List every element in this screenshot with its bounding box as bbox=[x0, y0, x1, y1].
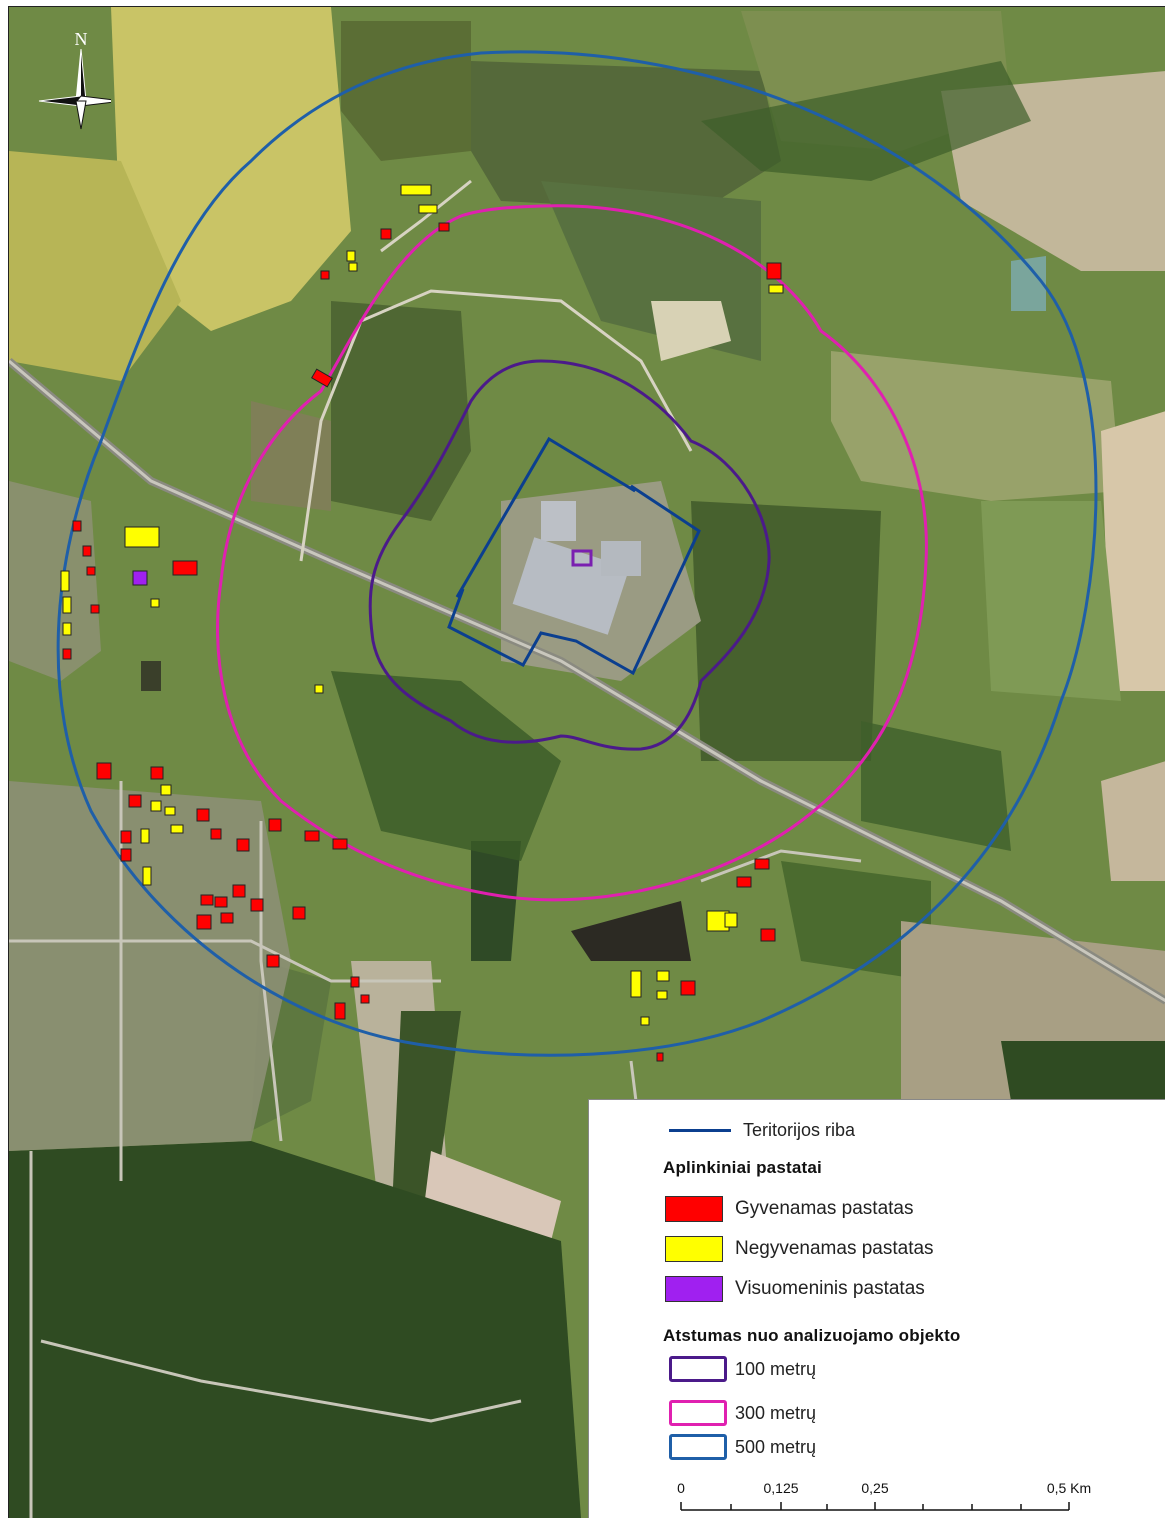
ring-300-label: 300 metrų bbox=[735, 1402, 817, 1423]
legend: Teritorijos riba Aplinkiniai pastatai Gy… bbox=[588, 1099, 1165, 1518]
legend-ring-500: 500 metrų bbox=[669, 1434, 816, 1460]
public-buildings bbox=[132, 570, 148, 586]
aerial-map: N bbox=[8, 6, 1165, 1518]
non-residential-swatch bbox=[665, 1236, 723, 1262]
scale-label-05: 0,5 Km bbox=[1046, 1480, 1092, 1496]
ring-500-swatch bbox=[669, 1434, 727, 1460]
residential-label: Gyvenamas pastatas bbox=[735, 1198, 914, 1219]
non-residential-buildings bbox=[60, 184, 784, 1026]
legend-ring-300: 300 metrų bbox=[669, 1400, 816, 1426]
ring-300m bbox=[216, 204, 928, 902]
legend-residential: Gyvenamas pastatas bbox=[665, 1196, 913, 1222]
residential-swatch bbox=[665, 1196, 723, 1222]
legend-public: Visuomeninis pastatas bbox=[665, 1276, 925, 1302]
ring-500m bbox=[56, 50, 1098, 1057]
roads bbox=[9, 179, 1165, 1518]
ring-100m bbox=[368, 359, 771, 751]
compass-rose-icon: N bbox=[38, 29, 111, 130]
residential-buildings bbox=[62, 222, 782, 1062]
forest-areas bbox=[9, 61, 1165, 1518]
legend-boundary: Teritorijos riba bbox=[669, 1120, 855, 1141]
public-swatch bbox=[665, 1276, 723, 1302]
non-residential-label: Negyvenamas pastatas bbox=[735, 1238, 934, 1259]
legend-non-residential: Negyvenamas pastatas bbox=[665, 1236, 934, 1262]
legend-ring-100: 100 metrų bbox=[669, 1356, 816, 1382]
public-label: Visuomeninis pastatas bbox=[735, 1278, 925, 1299]
analyzed-object-building bbox=[571, 549, 593, 567]
ring-500-label: 500 metrų bbox=[735, 1436, 817, 1457]
distance-heading: Atstumas nuo analizuojamo objekto bbox=[663, 1326, 961, 1345]
ring-100-label: 100 metrų bbox=[735, 1358, 817, 1379]
north-arrow: N bbox=[31, 21, 111, 131]
buildings-heading: Aplinkiniai pastatai bbox=[663, 1158, 822, 1177]
scale-label-025: 0,25 bbox=[861, 1480, 889, 1496]
scale-label-0: 0 bbox=[677, 1480, 685, 1496]
map-canvas bbox=[9, 7, 1165, 1518]
boundary-line-sample bbox=[669, 1129, 731, 1132]
scale-bar-line bbox=[680, 1502, 1070, 1511]
boundary-label: Teritorijos riba bbox=[743, 1120, 856, 1140]
scale-label-0125: 0,125 bbox=[763, 1480, 799, 1496]
territory-boundary bbox=[447, 436, 701, 676]
scale-bar: 0 0,125 0,25 0,5 Km bbox=[659, 1480, 1091, 1516]
ring-100-swatch bbox=[669, 1356, 727, 1382]
ring-300-swatch bbox=[669, 1400, 727, 1426]
north-label: N bbox=[75, 29, 88, 49]
